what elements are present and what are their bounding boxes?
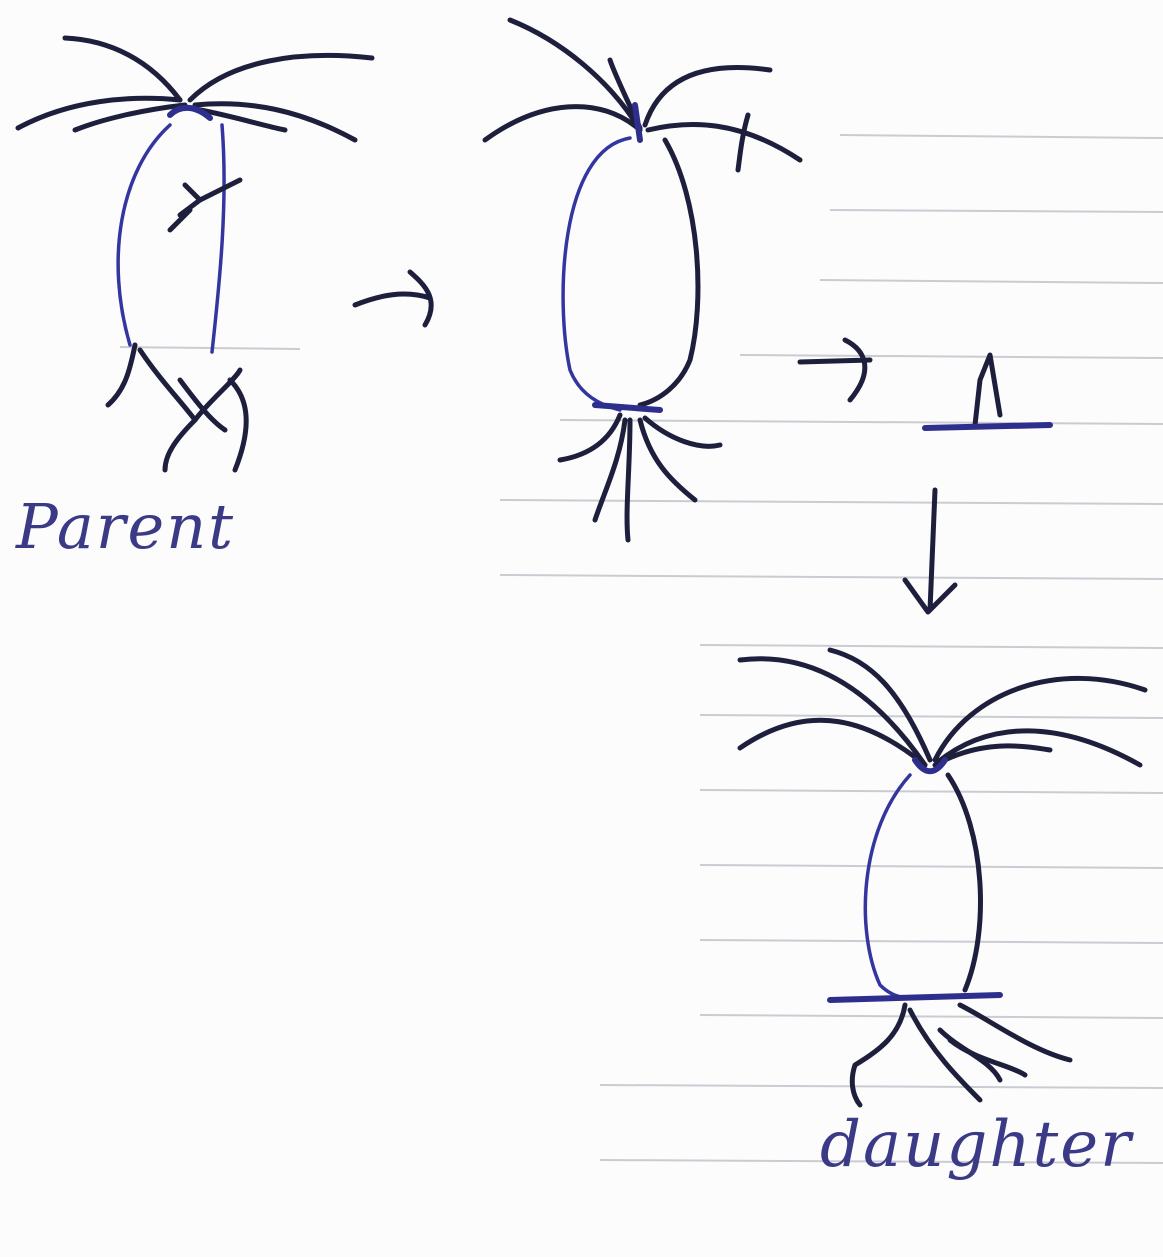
daughter-body [948,775,980,990]
bud-tentacle [485,107,640,140]
bud-basal-disc [595,405,660,410]
daughter-tentacle [830,650,930,760]
bud-tentacle [645,67,770,125]
parent-tentacle [190,55,372,100]
bud-body [563,138,630,410]
parent-label: Parent [16,490,235,563]
parent-hydra [18,38,372,470]
bud-root [627,420,630,540]
parent-body [212,125,224,352]
daughter-root [852,1005,905,1105]
parent-basal-disc [230,380,246,470]
daughter-body [865,775,910,998]
daughter-tentacle [935,746,1050,765]
arrow-right-1 [355,272,431,325]
daughter-root [940,1030,1000,1080]
parent-basal-disc [108,345,135,405]
small-bud-base [925,425,1050,428]
parent-tentacle [65,38,180,100]
parent-early-bud [170,180,240,230]
daughter-tentacle [740,659,925,765]
ruled-lines [120,135,1163,1163]
arrow-down [905,490,955,612]
daughter-basal-disc [830,995,1000,1000]
hydra-with-bud [485,20,800,540]
parent-basal-disc [165,420,195,470]
bud-side-mark [738,115,748,170]
bud-body [640,140,698,405]
parent-basal-disc [140,350,240,420]
parent-body [118,125,170,345]
daughter-label: daughter [820,1108,1133,1182]
bud-root [645,418,720,446]
parent-basal-disc [180,380,225,430]
bud-root [560,415,620,460]
daughter-root [960,1005,1070,1060]
parent-tentacle [195,104,355,140]
bud-hypostome [635,105,640,140]
small-bud [925,355,1050,428]
small-bud-shape [975,355,1000,425]
arrow-right-2 [800,340,870,400]
